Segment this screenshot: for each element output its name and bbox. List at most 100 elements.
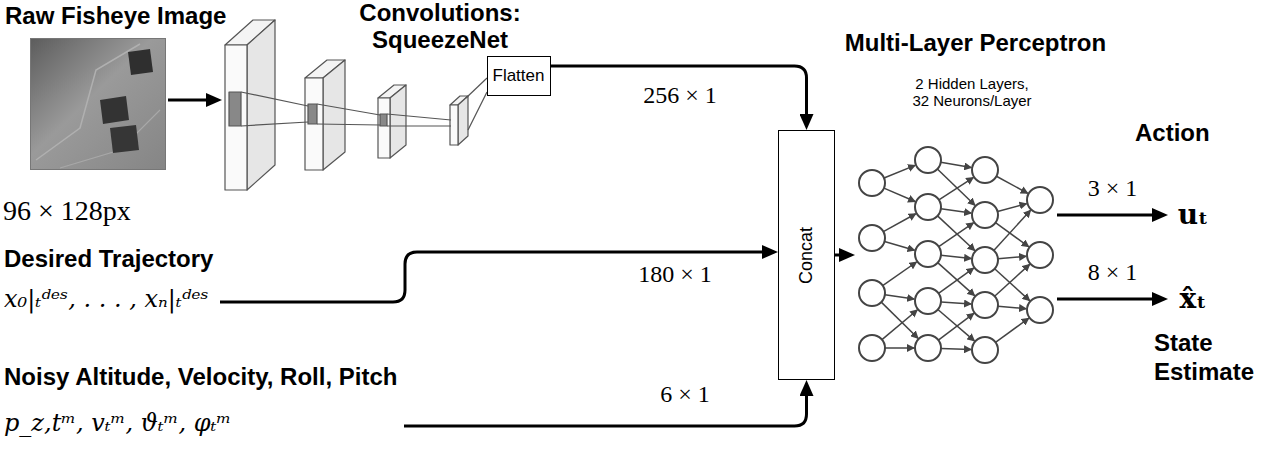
image-patch bbox=[128, 49, 153, 75]
neuron-link bbox=[938, 263, 975, 296]
neuron-link bbox=[883, 214, 915, 232]
neuron-link bbox=[885, 347, 914, 349]
receptive-field bbox=[380, 114, 387, 126]
neuron-link bbox=[998, 256, 1026, 259]
neuron-link bbox=[941, 302, 971, 304]
neuron-link bbox=[938, 309, 975, 340]
neuron bbox=[915, 147, 941, 173]
dimension-label: 6 × 1 bbox=[657, 380, 713, 408]
output-node: Actionuₜ bbox=[1168, 196, 1218, 234]
neuron bbox=[972, 292, 998, 318]
math-symbol: x̂ₜ bbox=[1179, 283, 1206, 315]
projection-line bbox=[241, 92, 308, 106]
neuron-link bbox=[884, 242, 914, 251]
neuron-link bbox=[937, 169, 975, 205]
neuron-link bbox=[884, 165, 915, 178]
neuron bbox=[915, 241, 941, 267]
neuron bbox=[859, 280, 885, 306]
neuron-link bbox=[996, 176, 1027, 193]
connector bbox=[835, 254, 845, 257]
neuron-link bbox=[995, 264, 1030, 296]
layer-front bbox=[225, 45, 247, 190]
connector bbox=[404, 390, 807, 426]
projection-line bbox=[387, 114, 451, 120]
math-symbol: uₜ bbox=[1178, 199, 1209, 231]
output-node: x̂ₜState Estimate bbox=[1168, 280, 1218, 318]
input-arrow bbox=[168, 99, 212, 102]
input-group: Noisy Altitude, Velocity, Roll, Pitch p_z… bbox=[4, 362, 404, 443]
neuron-link bbox=[881, 302, 918, 338]
neuron bbox=[859, 225, 885, 251]
image-ground bbox=[30, 38, 166, 170]
dimension-label: 256 × 1 bbox=[640, 81, 720, 109]
neuron-link bbox=[938, 216, 975, 251]
image-patch bbox=[100, 96, 129, 124]
image-title: Raw Fisheye Image bbox=[5, 1, 245, 30]
neuron-link bbox=[883, 262, 917, 286]
neuron-link bbox=[941, 348, 971, 349]
connector bbox=[220, 252, 768, 302]
receptive-field bbox=[308, 104, 317, 124]
layer-side bbox=[458, 96, 468, 145]
layer-side bbox=[390, 85, 406, 158]
neuron bbox=[915, 194, 941, 220]
neuron bbox=[859, 335, 885, 361]
neuron bbox=[972, 202, 998, 228]
neuron-link bbox=[882, 310, 917, 340]
projection-line bbox=[468, 92, 487, 130]
neuron bbox=[1027, 187, 1053, 213]
layer-front bbox=[378, 98, 390, 158]
neuron bbox=[972, 247, 998, 273]
concat-box: Concat bbox=[778, 130, 835, 380]
block-title: Multi-Layer Perceptron bbox=[823, 28, 1128, 57]
projection-line bbox=[387, 125, 451, 126]
neuron-link bbox=[994, 210, 1031, 250]
image-box: Raw Fisheye Image96 × 128px bbox=[30, 38, 166, 170]
neuron-link bbox=[939, 268, 974, 293]
projection-line bbox=[241, 122, 308, 126]
neuron bbox=[1027, 297, 1053, 323]
output-title: Action bbox=[1135, 118, 1235, 147]
dimension-label: 180 × 1 bbox=[635, 260, 715, 288]
projection-line bbox=[317, 104, 380, 115]
image-size: 96 × 128px bbox=[3, 195, 203, 227]
dimension-label: 3 × 1 bbox=[1085, 174, 1141, 202]
neuron-link bbox=[939, 223, 974, 247]
neuron bbox=[915, 288, 941, 314]
fisheye-image bbox=[30, 38, 166, 170]
input-title: Noisy Altitude, Velocity, Roll, Pitch bbox=[4, 362, 397, 391]
connector bbox=[1057, 214, 1158, 217]
neuron bbox=[1027, 242, 1053, 268]
block-note: 2 Hidden Layers, 32 Neurons/Layer bbox=[908, 75, 1036, 109]
output-title: State Estimate bbox=[1154, 328, 1264, 386]
neuron-link bbox=[939, 178, 973, 200]
box-label: Concat bbox=[796, 226, 817, 283]
receptive-field bbox=[229, 92, 241, 126]
math-formula: p_z,tᵐ, vₜᵐ, ϑₜᵐ, φₜᵐ bbox=[4, 407, 231, 439]
layer-side bbox=[323, 60, 345, 170]
layer-front bbox=[450, 105, 458, 145]
neuron-link bbox=[884, 188, 915, 201]
neuron bbox=[915, 335, 941, 361]
input-title: Desired Trajectory bbox=[4, 244, 213, 273]
box-label: Flatten bbox=[493, 66, 545, 86]
neuron bbox=[859, 170, 885, 196]
process-box: Flatten bbox=[487, 56, 551, 96]
projection-line bbox=[466, 78, 487, 98]
neuron-link bbox=[941, 209, 971, 213]
neuron-link bbox=[941, 255, 971, 258]
image-patch bbox=[110, 125, 139, 153]
projection-line bbox=[317, 124, 380, 125]
neuron bbox=[972, 337, 998, 363]
neuron-link bbox=[998, 204, 1027, 212]
neuron-link bbox=[938, 313, 973, 340]
neuron-link bbox=[941, 162, 971, 167]
layer-side bbox=[247, 20, 275, 190]
math-formula: x₀|ₜᵈᵉˢ, . . . , xₙ|ₜᵈᵉˢ bbox=[4, 283, 209, 315]
neuron-link bbox=[885, 295, 914, 299]
mlp-network bbox=[859, 147, 1053, 363]
connector bbox=[1057, 298, 1158, 301]
image-texture bbox=[36, 44, 140, 160]
